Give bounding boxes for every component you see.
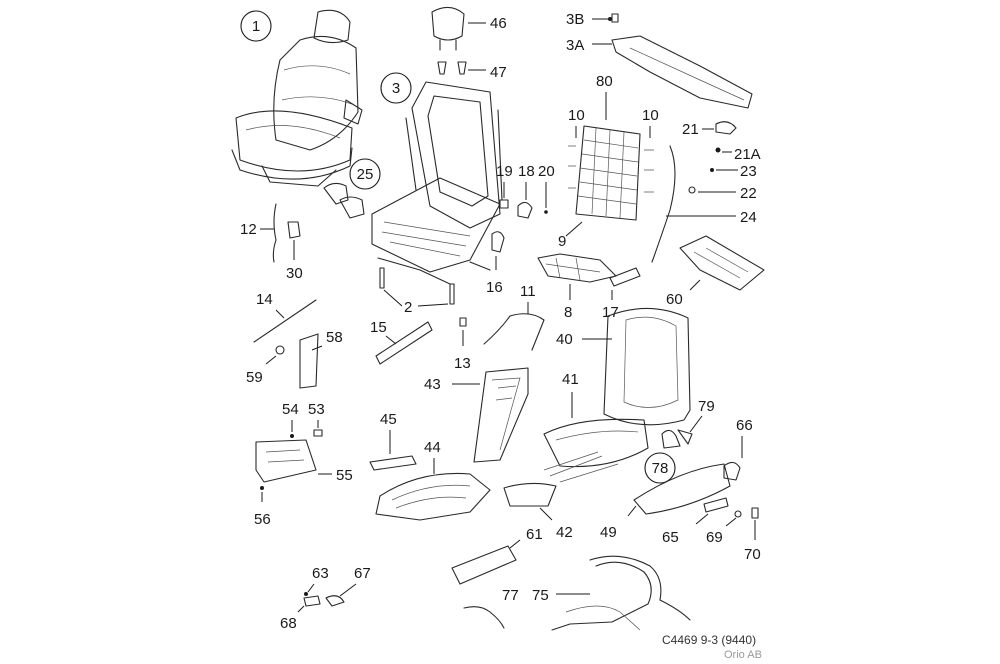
part-61-drawing	[451, 545, 517, 585]
callout-77: 77	[502, 587, 519, 604]
callout-1-circle	[240, 10, 272, 42]
callout-3-circle	[380, 72, 412, 104]
headrest-drawing	[431, 6, 465, 51]
callout-10a: 10	[568, 107, 585, 124]
bracket-30-drawing	[287, 221, 301, 239]
callout-53: 53	[308, 401, 325, 418]
callout-69: 69	[706, 529, 723, 546]
callout-25-circle	[349, 158, 381, 190]
heater-pad-44-drawing	[375, 472, 491, 521]
company-credit: Orio AB	[724, 649, 762, 661]
knob-66-drawing	[723, 461, 741, 481]
callout-19: 19	[496, 163, 513, 180]
cushion-41-drawing	[543, 418, 649, 468]
bracket-55-drawing	[255, 439, 317, 483]
switch-79-drawing	[661, 429, 693, 449]
callout-11: 11	[520, 283, 536, 300]
complete-seat-drawing	[231, 9, 363, 187]
callout-15: 15	[370, 319, 387, 336]
back-foam-40-drawing	[603, 307, 691, 426]
side-trim-49-drawing	[633, 463, 731, 515]
callout-55: 55	[336, 467, 353, 484]
callout-9: 9	[558, 233, 566, 250]
heater-43-drawing	[473, 367, 529, 463]
wire-77-drawing	[463, 606, 505, 629]
spring-15-drawing	[375, 321, 433, 365]
cap-67-drawing	[325, 595, 345, 607]
knob-18-drawing	[517, 201, 533, 219]
callout-66: 66	[736, 417, 753, 434]
callout-16: 16	[486, 279, 503, 296]
part-45-drawing	[369, 455, 417, 471]
motor-25-drawing	[323, 182, 365, 219]
callout-14: 14	[256, 291, 273, 308]
callout-42: 42	[556, 524, 573, 541]
cover-58-drawing	[299, 333, 319, 389]
cable-24-drawing	[651, 145, 676, 263]
cable-11-drawing	[483, 313, 545, 351]
clip-21-drawing	[715, 121, 737, 135]
callout-78-circle	[644, 452, 676, 484]
mechanism-8-drawing	[537, 253, 617, 283]
callout-23: 23	[740, 163, 757, 180]
callout-3A: 3A	[566, 37, 584, 54]
callout-30: 30	[286, 265, 303, 282]
spring-17-drawing	[609, 267, 641, 287]
callout-70: 70	[744, 546, 761, 563]
callout-67: 67	[354, 565, 371, 582]
callout-79: 79	[698, 398, 715, 415]
callout-54: 54	[282, 401, 299, 418]
cap-68-drawing	[303, 595, 321, 607]
callout-60: 60	[666, 291, 683, 308]
callout-61: 61	[526, 526, 543, 543]
seat-frame-drawing	[371, 81, 503, 285]
pad-42-drawing	[503, 482, 557, 507]
panel-60-drawing	[679, 235, 765, 291]
callout-80: 80	[596, 73, 613, 90]
callout-21: 21	[682, 121, 699, 138]
lever-65-drawing	[703, 497, 729, 513]
callout-8: 8	[564, 304, 572, 321]
callout-25: 25	[357, 166, 374, 183]
callout-20: 20	[538, 163, 555, 180]
callout-2: 2	[404, 299, 412, 316]
callout-17: 17	[602, 304, 619, 321]
callout-56: 56	[254, 511, 271, 528]
callout-75: 75	[532, 587, 549, 604]
callout-3B: 3B	[566, 11, 584, 28]
callout-41: 41	[562, 371, 579, 388]
callout-12: 12	[240, 221, 257, 238]
callout-3: 3	[392, 80, 400, 97]
callout-22: 22	[740, 185, 757, 202]
callout-10b: 10	[642, 107, 659, 124]
callout-45: 45	[380, 411, 397, 428]
callout-44: 44	[424, 439, 441, 456]
rod-14-drawing	[253, 299, 317, 343]
callout-43: 43	[424, 376, 441, 393]
callout-58: 58	[326, 329, 343, 346]
callout-49: 49	[600, 524, 617, 541]
headrest-guides-drawing	[437, 61, 467, 75]
callout-46: 46	[490, 15, 507, 32]
callout-21A: 21A	[734, 146, 761, 163]
callout-1: 1	[252, 18, 260, 35]
callout-78: 78	[652, 460, 669, 477]
callout-65: 65	[662, 529, 679, 546]
callout-63: 63	[312, 565, 329, 582]
drawing-code: C4469 9-3 (9440)	[662, 633, 756, 647]
callout-13: 13	[454, 355, 471, 372]
callout-18: 18	[518, 163, 535, 180]
back-panel-80-drawing	[575, 125, 641, 221]
callout-47: 47	[490, 64, 507, 81]
callout-59: 59	[246, 369, 263, 386]
callout-24: 24	[740, 209, 757, 226]
harness-75-drawing	[551, 555, 691, 631]
cable-12-drawing	[272, 203, 277, 263]
callout-40: 40	[556, 331, 573, 348]
springs-10-drawing	[568, 145, 654, 193]
callout-68: 68	[280, 615, 297, 632]
rail-3A-drawing	[611, 35, 753, 109]
handle-16-drawing	[491, 231, 505, 253]
